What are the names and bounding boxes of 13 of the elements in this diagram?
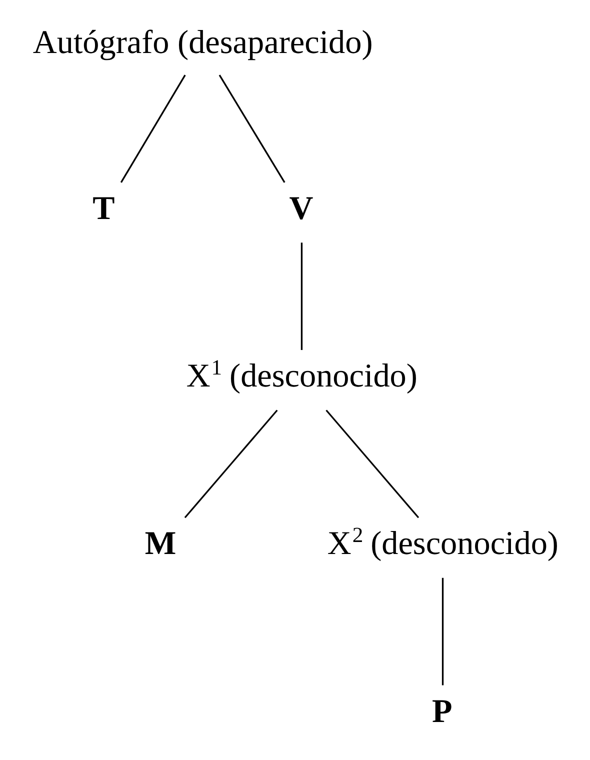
connector — [300, 242, 302, 350]
node-text: Autógrafo (desaparecido) — [32, 24, 372, 62]
node-text: M — [144, 525, 176, 562]
connector — [441, 578, 444, 686]
connector — [218, 74, 285, 183]
node-text: V — [288, 190, 313, 228]
node-text: P — [431, 692, 452, 730]
connector — [325, 410, 419, 518]
node-text: T — [92, 190, 114, 228]
connector — [184, 410, 278, 518]
connector — [120, 74, 186, 183]
node-text: X$^{1}$ (desconocido) — [186, 356, 417, 395]
node-text: X$^{2}$ (desconocido) — [326, 523, 558, 562]
